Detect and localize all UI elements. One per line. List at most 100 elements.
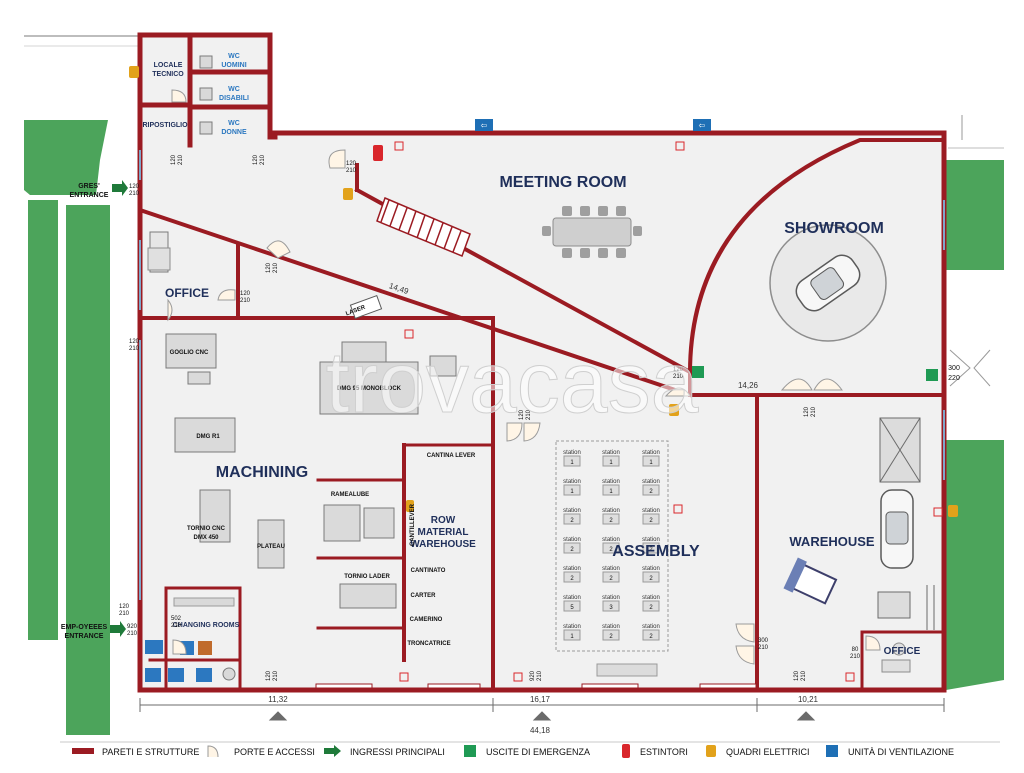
door-code: 120 [129, 184, 140, 190]
door-code: 502 [171, 616, 182, 622]
station-label: station [602, 450, 620, 456]
emergency-exit-icon [464, 745, 476, 757]
entrance-label-gres: GRES' [78, 183, 100, 190]
entrance-label-employees-2: ENTRANCE [65, 633, 104, 640]
dimension-mid: 14,26 [738, 381, 759, 390]
machine-label-dmx-450: DMX 450 [193, 535, 219, 541]
station-number: 2 [649, 634, 653, 640]
station-number: 2 [609, 634, 613, 640]
station-label: station [563, 566, 581, 572]
electrical-panel-icon [669, 404, 679, 416]
room-label-showroom: SHOWROOM [784, 220, 884, 237]
station-number: 5 [570, 605, 574, 611]
room-label-tecnico: TECNICO [152, 71, 184, 78]
door-code: 120 [266, 262, 272, 273]
assembly-stations-area [555, 440, 669, 677]
station-number: 1 [570, 489, 574, 495]
station-bench [563, 629, 581, 641]
station-bench [602, 600, 620, 612]
room-label-row: ROW [431, 515, 456, 526]
door-code: 120 [253, 154, 259, 165]
door-code: 120 [171, 154, 177, 165]
door-code: 300 [758, 638, 769, 644]
station-number: 1 [609, 460, 613, 466]
arrow-right-icon [324, 745, 341, 757]
grass-strip-left [28, 200, 58, 640]
station-bench [602, 571, 620, 583]
station-number: 2 [649, 576, 653, 582]
emergency-exit-icon [926, 369, 938, 381]
station-label: station [563, 595, 581, 601]
entrance-label-employees: EMP-OYEEES [61, 624, 108, 631]
machine-label-plateau: PLATEAU [257, 544, 285, 550]
room-label-assembly: ASSEMBLY [612, 543, 700, 560]
door-code: 210 [850, 654, 861, 660]
station-number: 2 [649, 605, 653, 611]
door-code: 920 [530, 670, 536, 681]
door-code: 120 [346, 161, 357, 167]
station-label: station [602, 537, 620, 543]
staircase [376, 196, 471, 257]
room-label-material-warehouse: WAREHOUSE [410, 539, 476, 550]
station-label: station [602, 479, 620, 485]
room-label-warehouse: WAREHOUSE [789, 534, 875, 549]
door-code: 210 [801, 670, 807, 681]
station-number: 2 [570, 518, 574, 524]
building-floor [140, 133, 944, 690]
machine-label-cantillever: CANTILLEVER [410, 503, 416, 546]
station-bench [642, 542, 660, 554]
room-label-disabili: DISABILI [219, 95, 249, 102]
windows [139, 150, 945, 600]
station-bench [602, 513, 620, 525]
station-label: station [563, 450, 581, 456]
room-label-locale: LOCALE [154, 62, 183, 69]
room-label-office-small: OFFICE [884, 646, 921, 657]
dimension-left: 11,32 [268, 695, 288, 704]
wc-fixtures [199, 55, 213, 135]
station-number: 2 [609, 547, 613, 553]
door-code: 210 [273, 262, 279, 273]
assembly-stations: station1station1station2station2station2… [563, 450, 660, 641]
office-furniture [147, 247, 911, 673]
machining-equipment [149, 231, 457, 609]
room-label-wc-3: WC [228, 120, 240, 127]
station-label: station [602, 566, 620, 572]
station-label: station [563, 508, 581, 514]
door-code: 120 [673, 367, 684, 373]
station-label: station [642, 595, 660, 601]
station-number: 1 [570, 460, 574, 466]
door-code: 210 [537, 670, 543, 681]
legend-emergency: USCITE DI EMERGENZA [486, 747, 590, 757]
wall-swatch-icon [72, 748, 94, 754]
assembly-station: station 1 [602, 450, 620, 467]
machine-labels: LASER GOGLIO CNC DMG 95 MONOBLOCK DMG R1… [170, 305, 476, 647]
fire-extinguisher-icon [622, 744, 630, 758]
bottom-windows [315, 683, 757, 689]
emergency-exit-icon [692, 366, 704, 378]
station-bench [602, 629, 620, 641]
legend-panels: QUADRI ELETTRICI [726, 747, 810, 757]
room-label-ripostiglio: RIPOSTIGLIO [142, 122, 188, 129]
dimension-total: 44,18 [530, 726, 551, 735]
arrow-right-icon [112, 180, 128, 196]
room-label-material: MATERIAL [418, 527, 469, 538]
legend-extinguishers: ESTINTORI [640, 747, 688, 757]
room-label-wc-2: WC [228, 86, 240, 93]
arrow-right-icon [110, 621, 126, 637]
door-code: 120 [804, 406, 810, 417]
station-label: station [563, 537, 581, 543]
station-number: 2 [570, 576, 574, 582]
door-code: 210 [171, 623, 182, 629]
room-label-office: OFFICE [165, 286, 209, 300]
machine-label-cantinato: CANTINATO [411, 568, 446, 574]
room-label-wc-1: WC [228, 53, 240, 60]
